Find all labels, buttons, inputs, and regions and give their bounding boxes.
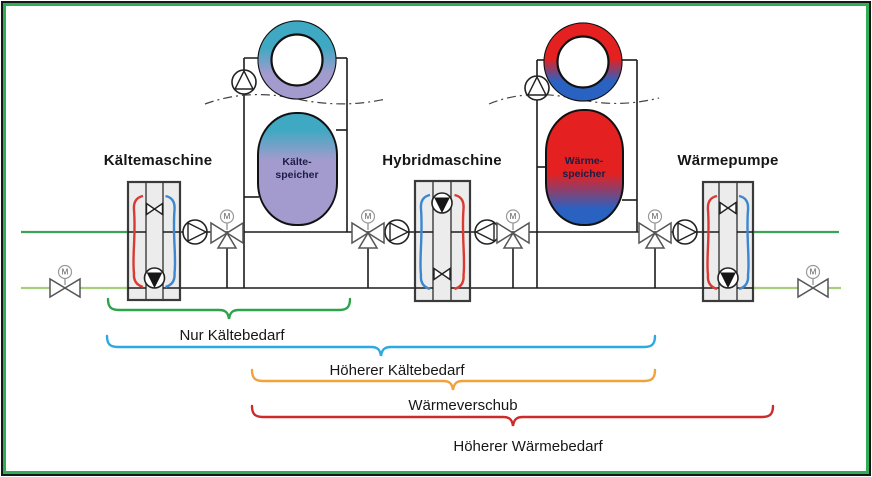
label-hoeherer-waermebedarf: Höherer Wärmebedarf bbox=[453, 438, 603, 455]
warm-storage-pump-icon bbox=[524, 75, 550, 101]
compressor-icon bbox=[717, 267, 739, 289]
pump-before-hybrid-icon bbox=[384, 219, 410, 245]
motor-letter: M bbox=[224, 212, 231, 221]
pump-before-heatpump-icon bbox=[672, 219, 698, 245]
heat-pump-unit bbox=[701, 180, 755, 303]
warm-storage-label-line1: Wärme- bbox=[564, 155, 604, 167]
brace-hoeherer-kaeltebedarf bbox=[105, 334, 657, 357]
cold-storage-label-line1: Kälte- bbox=[282, 156, 312, 168]
warm-storage-tank bbox=[545, 109, 624, 226]
condenser-coil-hot bbox=[132, 194, 144, 289]
cold-storage-label-line2: speicher bbox=[275, 168, 319, 181]
demand-braces bbox=[105, 297, 775, 427]
cold-storage-tank bbox=[257, 112, 338, 226]
evaporator-coil-cold bbox=[419, 193, 431, 291]
pump-after-chiller-icon bbox=[182, 219, 208, 245]
label-hoeherer-kaeltebedarf: Höherer Kältebedarf bbox=[329, 362, 465, 379]
cold-storage-ring bbox=[257, 20, 337, 100]
brace-waermeverschub bbox=[250, 368, 657, 391]
cold-storage-label: Kälte- speicher bbox=[275, 156, 318, 181]
evaporator-coil-cold bbox=[165, 194, 177, 289]
hybrid-unit bbox=[413, 179, 472, 303]
label-waermeverschub: Wärmeverschub bbox=[408, 397, 518, 414]
motor-letter: M bbox=[652, 212, 659, 221]
brace-hoeherer-waermebedarf bbox=[250, 404, 775, 427]
pump-after-hybrid-icon bbox=[474, 219, 500, 245]
motor-letter: M bbox=[510, 212, 517, 221]
compressor-icon bbox=[431, 192, 453, 214]
brace-nur-kaeltebedarf bbox=[106, 297, 352, 320]
cold-storage-pump-icon bbox=[231, 69, 257, 95]
motor-letter: M bbox=[365, 212, 372, 221]
system-boundary-line-left bbox=[204, 93, 387, 105]
motor-letter: M bbox=[62, 268, 69, 277]
label-nur-kaeltebedarf: Nur Kältebedarf bbox=[179, 327, 285, 344]
condenser-coil-hot bbox=[706, 194, 718, 291]
compressor-icon bbox=[143, 267, 166, 289]
hybrid-label: Hybridmaschine bbox=[382, 152, 502, 169]
heat-pump-label: Wärmepumpe bbox=[677, 152, 779, 169]
motor-labels: M M M M M M bbox=[62, 212, 817, 277]
motor-letter: M bbox=[810, 268, 817, 277]
chiller-label: Kältemaschine bbox=[103, 152, 213, 169]
warm-storage-label-line2: speicher bbox=[562, 167, 606, 180]
warm-storage-ring bbox=[543, 22, 623, 102]
chiller-unit bbox=[126, 180, 182, 302]
warm-storage-label: Wärme- speicher bbox=[562, 155, 605, 180]
condenser-coil-hot bbox=[454, 193, 466, 291]
evaporator-coil-cold bbox=[738, 194, 750, 291]
